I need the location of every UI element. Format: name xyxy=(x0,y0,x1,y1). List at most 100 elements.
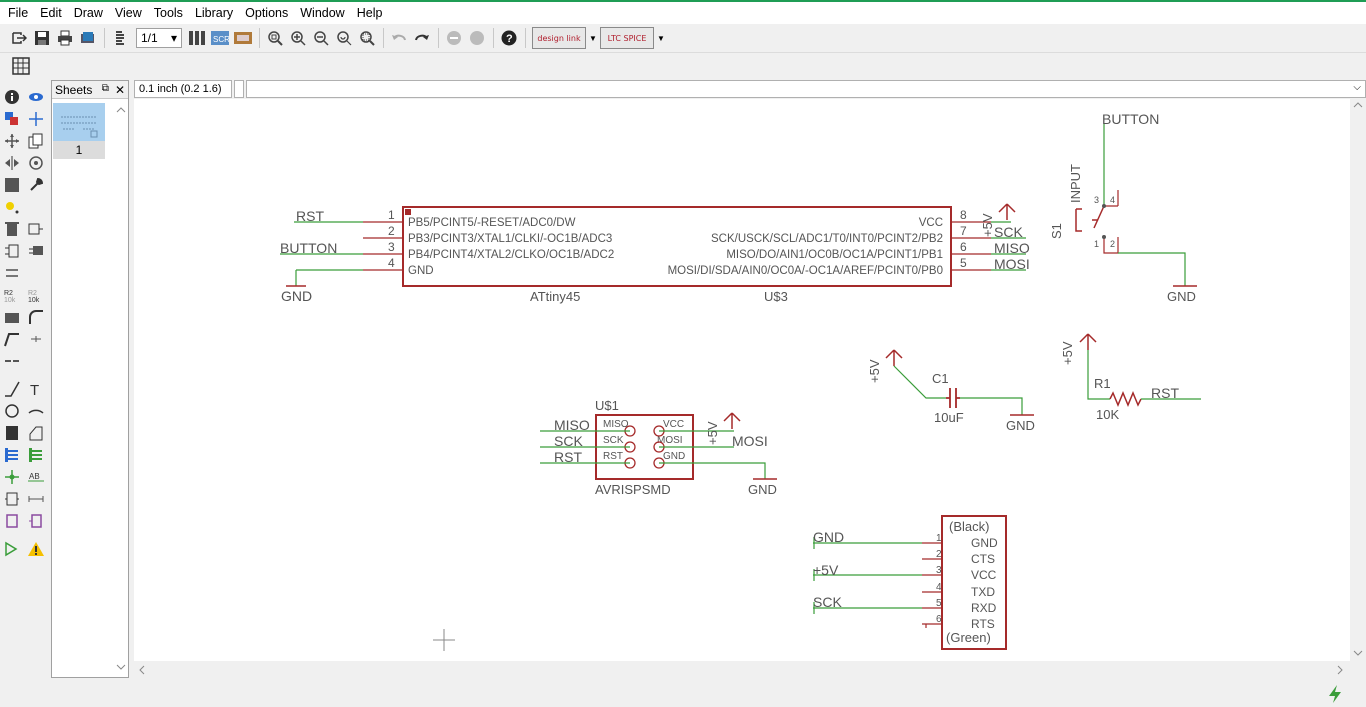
zoom-in-icon[interactable] xyxy=(287,27,309,49)
display-layers-icon[interactable] xyxy=(0,108,24,130)
delete-icon[interactable] xyxy=(0,218,24,240)
vertical-scrollbar[interactable] xyxy=(1350,99,1366,661)
erc-icon[interactable] xyxy=(0,538,24,560)
smash-icon[interactable] xyxy=(0,306,24,328)
float-icon[interactable]: ⧉ xyxy=(101,82,109,94)
mirror-icon[interactable] xyxy=(0,152,24,174)
module-icon[interactable] xyxy=(0,510,24,532)
junction-icon[interactable] xyxy=(0,466,24,488)
pin-name: RTS xyxy=(971,617,995,631)
close-icon[interactable]: ✕ xyxy=(114,82,125,97)
zoom-select-icon[interactable] xyxy=(356,27,378,49)
schematic-canvas[interactable]: 1 2 3 4 8 7 6 5 PB5/PCINT5/-RESET/ADC0/D… xyxy=(134,99,1350,661)
gateswap-icon[interactable] xyxy=(24,240,48,262)
sheet-thumbnail[interactable] xyxy=(53,103,105,141)
polygon-icon[interactable] xyxy=(24,422,48,444)
ulp-icon[interactable] xyxy=(232,27,254,49)
resistor-r1[interactable]: +5V R1 10K RST xyxy=(1060,333,1201,422)
chevron-down-icon[interactable]: ⌵ xyxy=(1353,82,1361,93)
move-icon[interactable] xyxy=(0,130,24,152)
sheets-scrollbar[interactable] xyxy=(116,103,126,673)
split-icon[interactable] xyxy=(0,328,24,350)
change-icon[interactable] xyxy=(24,174,48,196)
help-icon[interactable]: ? xyxy=(498,27,520,49)
grid-icon[interactable] xyxy=(10,55,32,77)
sheet-number[interactable]: 1 xyxy=(53,141,105,159)
attiny-body xyxy=(402,206,952,287)
supply-label: +5V xyxy=(705,421,720,445)
mark-icon[interactable] xyxy=(24,108,48,130)
ltspice-button[interactable]: LTC SPICE xyxy=(600,27,654,49)
menu-view[interactable]: View xyxy=(114,6,142,20)
sheet-icon[interactable] xyxy=(109,27,131,49)
net-icon[interactable] xyxy=(24,444,48,466)
replace-icon[interactable] xyxy=(0,262,24,284)
pinswap-icon[interactable] xyxy=(0,240,24,262)
stop-icon[interactable] xyxy=(443,27,465,49)
undo-icon[interactable] xyxy=(388,27,410,49)
show-icon[interactable] xyxy=(24,86,48,108)
chevron-down-icon[interactable]: ▼ xyxy=(589,33,597,43)
circle-icon[interactable] xyxy=(0,400,24,422)
go-icon[interactable] xyxy=(466,27,488,49)
bus-icon[interactable] xyxy=(0,444,24,466)
menu-edit[interactable]: Edit xyxy=(40,6,62,20)
sheet-select[interactable]: 1/1▾ xyxy=(136,28,182,48)
net-label: RST xyxy=(296,208,324,224)
rotate-icon[interactable] xyxy=(24,152,48,174)
capacitor-c1[interactable]: +5V C1 10uF GND xyxy=(867,349,1035,433)
save-icon[interactable] xyxy=(31,27,53,49)
invoke-icon[interactable] xyxy=(24,328,48,350)
columns-icon[interactable] xyxy=(186,27,208,49)
label-icon[interactable]: AB xyxy=(24,466,48,488)
paint-roller-icon[interactable] xyxy=(0,196,24,218)
cam-icon[interactable] xyxy=(77,27,99,49)
info-icon[interactable] xyxy=(0,86,24,108)
copy-icon[interactable] xyxy=(24,130,48,152)
zoom-fit-icon[interactable] xyxy=(264,27,286,49)
attiny45-symbol[interactable]: 1 2 3 4 8 7 6 5 PB5/PCINT5/-RESET/ADC0/D… xyxy=(363,206,991,304)
miter-icon[interactable] xyxy=(24,306,48,328)
menu-draw[interactable]: Draw xyxy=(73,6,103,20)
net-label: BUTTON xyxy=(1102,111,1159,127)
avrisp-connector[interactable]: U$1 MISO SCK RST VCC MOSI GND AVRISPSMD … xyxy=(540,398,777,497)
menu-window[interactable]: Window xyxy=(300,6,345,20)
horizontal-scrollbar[interactable] xyxy=(134,662,1350,678)
line-icon[interactable] xyxy=(0,378,24,400)
group-icon[interactable] xyxy=(0,174,24,196)
port-icon[interactable] xyxy=(24,510,48,532)
text-icon[interactable]: T xyxy=(24,378,48,400)
print-icon[interactable] xyxy=(54,27,76,49)
dimension-icon[interactable] xyxy=(24,488,48,510)
designlink-button[interactable]: design link xyxy=(532,27,586,49)
lightning-icon[interactable] xyxy=(1326,684,1344,707)
net-label: GND xyxy=(281,288,312,304)
scr-icon[interactable]: SCR xyxy=(209,27,231,49)
warning-icon[interactable] xyxy=(24,538,48,560)
optimize-icon[interactable] xyxy=(0,350,24,372)
header-bottom-label: (Green) xyxy=(946,630,991,645)
rect-icon[interactable] xyxy=(0,422,24,444)
menu-help[interactable]: Help xyxy=(356,6,383,20)
pin-number: 4 xyxy=(388,256,395,270)
menu-tools[interactable]: Tools xyxy=(153,6,183,20)
menu-file[interactable]: File xyxy=(8,6,29,20)
supply-label: +5V xyxy=(980,213,995,237)
switch-s1[interactable]: BUTTON 3 4 1 2 S1 INPUT GND xyxy=(1049,111,1197,304)
zoom-out-icon[interactable] xyxy=(310,27,332,49)
menu-options[interactable]: Options xyxy=(245,6,289,20)
zoom-redraw-icon[interactable] xyxy=(333,27,355,49)
arc-icon[interactable] xyxy=(24,400,48,422)
ftdi-header[interactable]: (Black) (Green) GND CTS VCC TXD RXD RTS … xyxy=(813,515,1007,650)
chevron-down-icon[interactable]: ▼ xyxy=(657,33,665,43)
redo-icon[interactable] xyxy=(411,27,433,49)
open-icon[interactable] xyxy=(8,27,30,49)
pin-name: MISO xyxy=(603,419,629,430)
attribute-icon[interactable] xyxy=(0,488,24,510)
menu-library[interactable]: Library xyxy=(194,6,234,20)
command-history-button[interactable] xyxy=(234,80,244,98)
command-input[interactable]: ⌵ xyxy=(246,80,1366,98)
add-icon[interactable] xyxy=(24,218,48,240)
